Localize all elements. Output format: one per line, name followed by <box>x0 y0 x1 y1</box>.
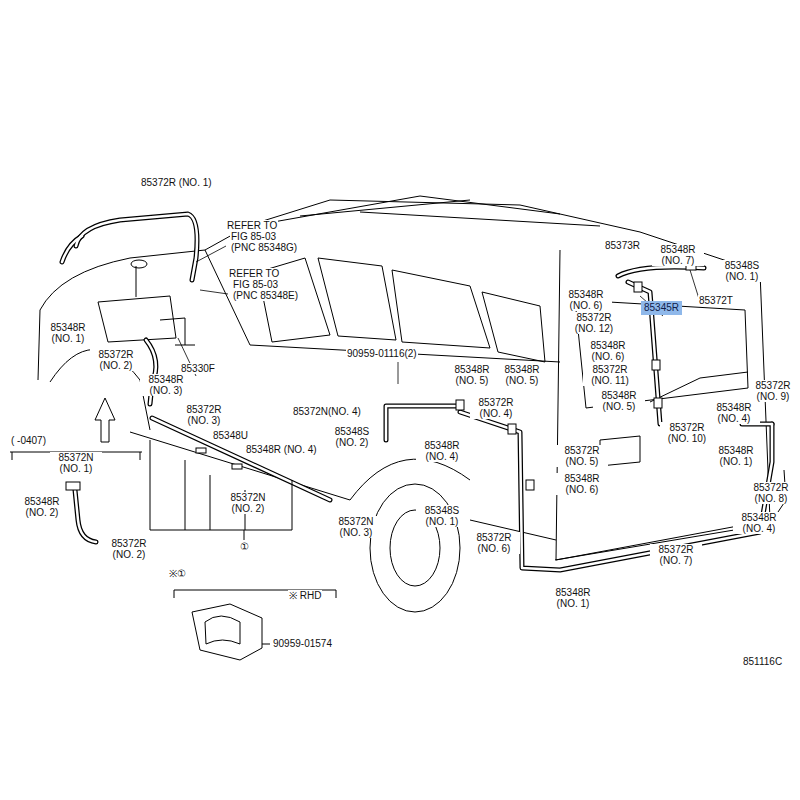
part-number: 85372R (NO. 11) <box>583 364 637 386</box>
part-number: 85330F <box>180 363 216 374</box>
part-number: 85372T <box>698 295 734 306</box>
part-number: 85372R (NO. 6) <box>468 532 520 554</box>
part-number: (PNC 85348G) <box>230 242 298 253</box>
part-number: 85372R (NO. 12) <box>567 312 621 334</box>
part-number: 85372R (NO. 2) <box>103 538 155 560</box>
part-number: 85372R (NO. 7) <box>650 544 702 566</box>
highlight-box: 85345R <box>641 301 682 315</box>
part-number: 85348U <box>212 430 249 441</box>
part-number: 90959-01574 <box>272 638 333 649</box>
part-number: 85372R (NO. 5) <box>556 445 608 467</box>
part-number: 85372N(NO. 4) <box>292 406 362 417</box>
part-number: 85348S (NO. 1) <box>716 260 768 282</box>
part-number: (PNC 85348E) <box>232 290 299 301</box>
part-number: 85348R (NO. 1) <box>710 445 762 467</box>
part-number: 90959-01116(2) <box>346 348 418 359</box>
part-number: 85372N (NO. 1) <box>50 452 102 474</box>
part-number: FIG 85-03 <box>232 279 279 290</box>
part-number: 85372R (NO. 8) <box>748 482 794 504</box>
part-number: 85348R (NO. 4) <box>416 440 468 462</box>
part-number: 85348S (NO. 1) <box>416 505 468 527</box>
part-number: 85348R (NO. 1) <box>42 322 94 344</box>
part-number: 85372R (NO. 4) <box>470 397 522 419</box>
part-number: 85348R (NO. 7) <box>652 244 704 266</box>
part-number: 85348R (NO. 3) <box>140 374 192 396</box>
part-number: 85373R <box>604 240 641 251</box>
part-number: 85348R (NO. 5) <box>496 364 548 386</box>
part-number: 85348R (NO. 6) <box>556 473 608 495</box>
part-number: FIG 85-03 <box>230 231 277 242</box>
part-number: 85348R (NO. 6) <box>560 289 612 311</box>
part-number: 85372R (NO. 3) <box>178 404 230 426</box>
part-number: 85348R (NO. 2) <box>16 496 68 518</box>
part-number: 85348R (NO. 4) <box>733 512 785 534</box>
part-number: 85348R (NO. 5) <box>593 390 645 412</box>
part-number: REFER TO <box>228 268 280 279</box>
part-number: 85348R (NO. 1) <box>547 587 599 609</box>
part-number: 85372N (NO. 2) <box>222 492 274 514</box>
part-number: 85372R (NO. 1) <box>140 177 213 188</box>
part-number: REFER TO <box>226 220 278 231</box>
part-number: ※ RHD <box>288 590 322 601</box>
part-number: 851116C <box>742 656 783 667</box>
part-number: 85348R (NO. 5) <box>446 364 498 386</box>
part-number: ① <box>239 541 250 552</box>
part-number: 85348R (NO. 6) <box>582 340 634 362</box>
part-number: 85372R (NO. 2) <box>90 349 142 371</box>
part-number: 85372R (NO. 10) <box>660 422 714 444</box>
part-number: 85345R <box>644 302 679 313</box>
part-number: 85372R (NO. 9) <box>750 380 796 402</box>
part-number: 85348S (NO. 2) <box>326 426 378 448</box>
part-number: ( -0407) <box>10 435 47 446</box>
part-number: 85348R (NO. 4) <box>708 402 760 424</box>
part-number: 85372N (NO. 3) <box>330 516 382 538</box>
part-number: 85348R (NO. 4) <box>245 444 318 455</box>
part-number: ※① <box>168 568 187 579</box>
